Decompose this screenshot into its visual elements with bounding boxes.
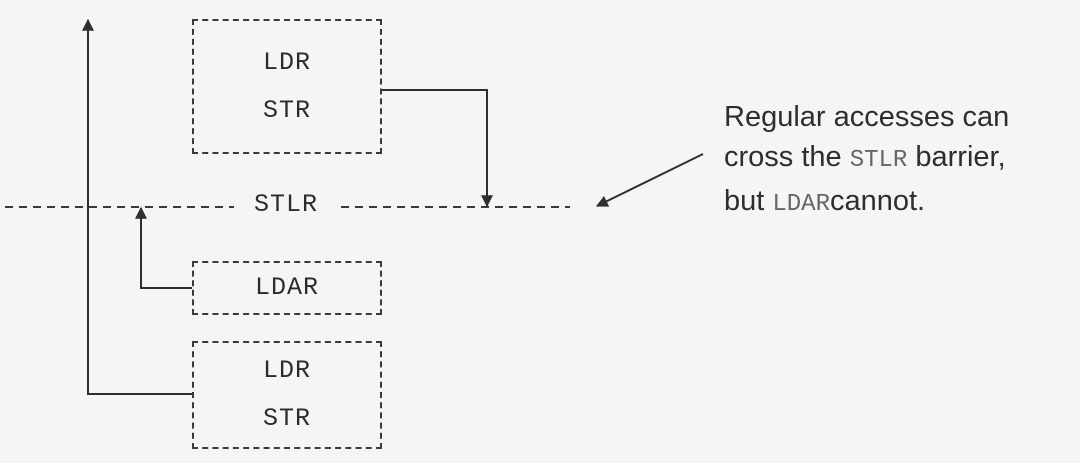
- note-stlr-code: STLR: [849, 147, 908, 174]
- bottom-access-box: LDR STR: [192, 341, 382, 449]
- top-box-ldr: LDR: [262, 47, 311, 77]
- ldar-up-arrow: [135, 206, 192, 289]
- top-box-down-arrow: [382, 89, 493, 208]
- top-access-box: LDR STR: [192, 19, 382, 154]
- note-line-3-prefix: but: [724, 185, 773, 217]
- note-line-3-suffix: cannot.: [829, 185, 926, 217]
- top-box-str: STR: [262, 95, 311, 125]
- note-line-2: cross the STLR barrier,: [724, 137, 1074, 181]
- note-ldar-code: LDAR: [772, 191, 830, 218]
- explanation-note: Regular accesses can cross the STLR barr…: [724, 97, 1074, 225]
- note-pointer-arrow: [595, 153, 704, 207]
- ldar-box: LDAR: [192, 261, 382, 315]
- ldar-label: LDAR: [254, 273, 319, 302]
- bottom-box-ldr: LDR: [262, 356, 311, 385]
- bottom-to-top-arrow: [82, 18, 192, 395]
- note-line-3: but LDARcannot.: [724, 181, 1074, 225]
- note-line-2-prefix: cross the: [724, 141, 850, 173]
- stlr-barrier-label: STLR: [234, 190, 338, 220]
- note-line-1-text: Regular accesses can: [724, 101, 1010, 133]
- bottom-box-str: STR: [262, 404, 311, 433]
- note-line-1: Regular accesses can: [724, 97, 1074, 137]
- note-line-2-suffix: barrier,: [907, 141, 1006, 173]
